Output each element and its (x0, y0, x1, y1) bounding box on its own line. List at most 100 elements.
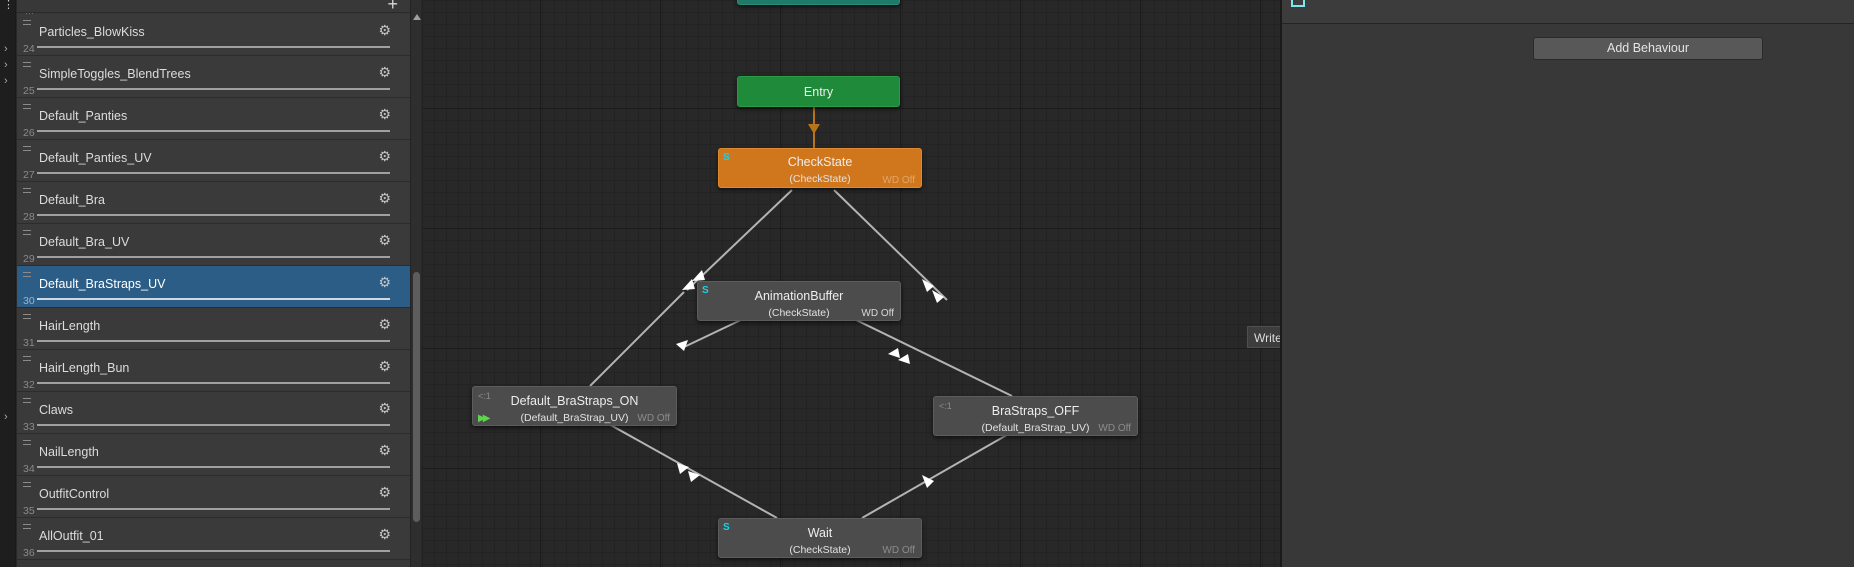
drag-handle-icon[interactable] (23, 356, 31, 361)
animator-graph[interactable]: Entry S CheckState (CheckState) WD Off S… (422, 0, 1280, 567)
drag-handle-icon[interactable] (23, 20, 31, 25)
gear-icon[interactable]: ⚙ (378, 484, 391, 500)
layer-row[interactable]: HairLength⚙31 (17, 308, 410, 350)
layer-weight-slider[interactable] (37, 508, 390, 510)
layer-row[interactable]: Default_Panties⚙26 (17, 98, 410, 140)
transition-arrow-icon (932, 290, 944, 303)
drag-handle-icon[interactable] (23, 230, 31, 235)
layer-weight-slider[interactable] (37, 550, 390, 552)
layer-weight-slider[interactable] (37, 382, 390, 384)
write-defaults-badge: WD Off (637, 413, 670, 424)
inspector-header (1282, 0, 1854, 24)
layer-row[interactable]: Claws⚙33 (17, 392, 410, 434)
transition-checkstate-off[interactable] (833, 189, 948, 301)
scroll-up-arrow-icon[interactable] (413, 14, 421, 20)
drag-handle-icon[interactable] (23, 188, 31, 193)
layer-weight-slider[interactable] (37, 298, 390, 300)
layer-weight-slider[interactable] (37, 340, 390, 342)
wait-node-title: Wait (807, 526, 833, 540)
layer-row[interactable]: SimpleToggles_BlendTrees⚙25 (17, 56, 410, 98)
any-state-node[interactable] (737, 0, 900, 5)
layers-scrollbar[interactable] (410, 0, 421, 567)
scrollbar-thumb[interactable] (413, 272, 420, 522)
layer-row[interactable]: Particles_BlowKiss⚙24 (17, 14, 410, 56)
brastraps-off-node-title: BraStraps_OFF (991, 404, 1080, 418)
transition-arrow-icon (692, 270, 705, 281)
layer-row[interactable]: Default_Bra⚙28 (17, 182, 410, 224)
transition-wait-off[interactable] (861, 431, 1013, 519)
drag-handle-icon[interactable] (23, 482, 31, 487)
layer-row[interactable]: OutfitControl⚙35 (17, 476, 410, 518)
entry-node[interactable]: Entry (737, 76, 900, 107)
gear-icon[interactable]: ⚙ (378, 106, 391, 122)
gear-icon[interactable]: ⚙ (378, 358, 391, 374)
gear-icon[interactable]: ⚙ (378, 316, 391, 332)
transition-buffer-off[interactable] (851, 317, 1013, 397)
brastraps-on-node-motion: (Default_BraStrap_UV) (520, 412, 629, 424)
drag-handle-icon[interactable] (23, 62, 31, 67)
wait-node[interactable]: S Wait (CheckState) WD Off (718, 518, 922, 558)
transition-on-wait[interactable] (606, 422, 778, 519)
animation-buffer-node[interactable]: S AnimationBuffer (CheckState) WD Off (697, 281, 901, 321)
gear-icon[interactable]: ⚙ (378, 526, 391, 542)
layer-weight-slider[interactable] (37, 256, 390, 258)
layer-row[interactable]: Default_Panties_UV ⚙ 27 (17, 140, 410, 182)
drag-handle-icon[interactable] (23, 104, 31, 109)
layer-index: 32 (23, 379, 35, 391)
layer-index: 35 (23, 505, 35, 517)
gear-icon[interactable]: ⚙ (378, 442, 391, 458)
gear-icon[interactable]: ⚙ (378, 64, 391, 80)
layer-index: 26 (23, 127, 35, 139)
layer-name: Default_Bra_UV (39, 235, 130, 249)
gear-icon[interactable]: ⚙ (378, 190, 391, 206)
transition-buffer-on[interactable] (681, 317, 746, 349)
layer-row[interactable]: HairLength_Bun ⚙ 32 (17, 350, 410, 392)
gear-icon[interactable]: ⚙ (378, 232, 391, 248)
drag-handle-icon[interactable] (23, 524, 31, 529)
expand-chevron-icon[interactable]: › (4, 411, 8, 423)
drag-handle-icon[interactable] (23, 440, 31, 445)
drag-handle-icon[interactable] (23, 314, 31, 319)
menu-icon[interactable]: ⋮ (3, 0, 14, 11)
expand-chevron-icon[interactable]: › (4, 75, 8, 87)
gear-icon[interactable]: ⚙ (378, 274, 391, 290)
drag-handle-icon[interactable] (23, 398, 31, 403)
gear-icon[interactable]: ⚙ (378, 400, 391, 416)
transition-on-buffer[interactable] (589, 291, 685, 387)
add-layer-button[interactable]: + (387, 0, 398, 14)
drag-handle-icon[interactable] (23, 146, 31, 151)
transition-arrow-icon (922, 475, 934, 488)
checkstate-node-motion: (CheckState) (789, 173, 851, 185)
gear-icon[interactable]: ⚙ (378, 22, 391, 38)
layer-row[interactable]: NailLength⚙34 (17, 434, 410, 476)
layer-weight-slider[interactable] (37, 466, 390, 468)
layer-weight-slider[interactable] (37, 172, 390, 174)
entry-node-title: Entry (803, 85, 834, 99)
gear-icon[interactable]: ⚙ (378, 148, 391, 164)
expand-chevron-icon[interactable]: › (4, 43, 8, 55)
panel-divider[interactable] (1280, 0, 1282, 567)
layer-weight-slider[interactable] (37, 130, 390, 132)
add-behaviour-button[interactable]: Add Behaviour (1533, 37, 1763, 60)
layer-weight-slider[interactable] (37, 424, 390, 426)
layer-index: 27 (23, 169, 35, 181)
layer-index: 29 (23, 253, 35, 265)
inspector-panel: Add Behaviour (1282, 0, 1854, 567)
transition-checkstate-buffer[interactable] (686, 189, 793, 291)
layer-name: Default_Panties_UV (39, 151, 152, 165)
layer-row[interactable]: AllOutfit_01⚙36 (17, 518, 410, 560)
drag-handle-icon[interactable] (23, 272, 31, 277)
checkstate-node[interactable]: S CheckState (CheckState) WD Off (718, 148, 922, 188)
layer-row[interactable]: Default_Bra_UV ⚙ 29 (17, 224, 410, 266)
transition-arrow-icon (676, 340, 688, 351)
layer-weight-slider[interactable] (37, 46, 390, 48)
layer-name: Default_Bra (39, 193, 106, 207)
layer-name: HairLength_Bun (39, 361, 130, 375)
transition-arrow-icon (677, 463, 689, 474)
expand-chevron-icon[interactable]: › (4, 59, 8, 71)
layer-row[interactable]: Default_BraStraps_UV⚙30 (17, 266, 410, 308)
brastraps-on-node[interactable]: <:1 ▶▶ Default_BraStraps_ON (Default_Bra… (472, 386, 677, 426)
layer-weight-slider[interactable] (37, 214, 390, 216)
brastraps-off-node[interactable]: <:1 BraStraps_OFF (Default_BraStrap_UV) … (933, 396, 1138, 436)
layer-weight-slider[interactable] (37, 88, 390, 90)
